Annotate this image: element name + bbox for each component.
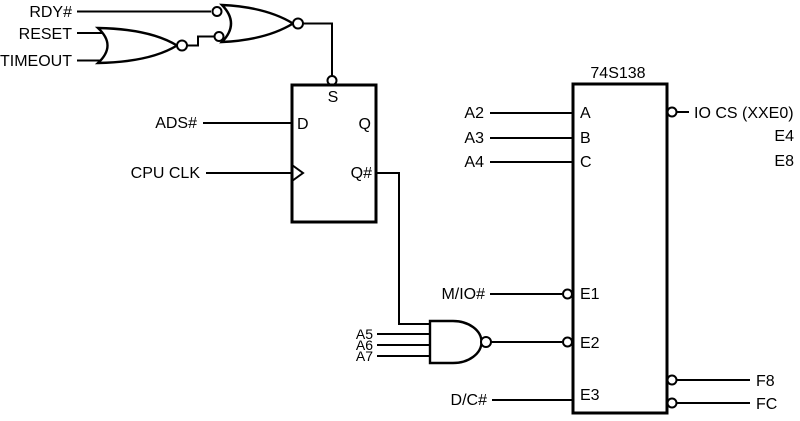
signal-label-a5: A5 [356,326,373,342]
output-label-e4: E4 [774,128,794,145]
inversion-bubble-or-input-top [211,6,223,17]
nand-gate [428,319,483,365]
wire-or-to-set [303,22,333,76]
decoder-pin-a: A [580,105,591,122]
inversion-bubble-nand-output [480,336,492,348]
nor-gate [94,26,180,65]
output-label-f8: F8 [756,373,775,390]
decoder-pin-b: B [580,130,591,147]
clock-triangle [291,164,305,182]
ff-pin-q: Q [359,116,371,133]
decoder-74s138 [571,82,669,415]
signal-label-a6: A6 [356,337,373,353]
inversion-bubble-f8 [666,374,678,386]
inversion-bubble-fc [666,397,678,409]
output-label-e8: E8 [774,153,794,170]
output-label-io-cs: IO CS (XXE0) [694,105,794,122]
inversion-bubble-or-input-bottom [213,31,225,42]
ff-pin-s: S [328,89,339,106]
signal-label-a2: A2 [464,105,484,122]
wire-nor-to-or [187,35,214,47]
signal-label-ads: ADS# [155,115,197,132]
or-gate-inverted-inputs [219,3,296,44]
signal-label-a7: A7 [356,348,373,364]
ff-pin-qn: Q# [351,165,372,182]
decoder-pin-c: C [580,154,592,171]
signal-label-dc: D/C# [451,392,488,409]
signal-label-reset: RESET [19,26,73,43]
signal-label-a4: A4 [464,154,484,171]
inversion-bubble-io-cs [666,106,678,118]
signal-label-a3: A3 [464,130,484,147]
ff-pin-d: D [297,116,309,133]
wire-qn-to-nand [376,172,430,325]
d-flip-flop [290,83,378,224]
decoder-part-number: 74S138 [590,65,645,82]
signal-label-mio: M/IO# [441,286,485,303]
output-label-fc: FC [756,396,777,413]
decoder-pin-e3: E3 [580,387,600,404]
signal-label-cpu-clk: CPU CLK [131,165,201,182]
inversion-bubble-e1 [562,288,573,300]
inversion-bubble-or-output [292,17,304,30]
decoder-pin-e2: E2 [580,335,600,352]
decoder-pin-e1: E1 [580,286,600,303]
signal-label-rdy: RDY# [29,4,72,21]
signal-label-timeout: TIMEOUT [0,53,72,70]
inversion-bubble-e2 [562,336,573,348]
inversion-bubble-nor-output [176,39,188,52]
